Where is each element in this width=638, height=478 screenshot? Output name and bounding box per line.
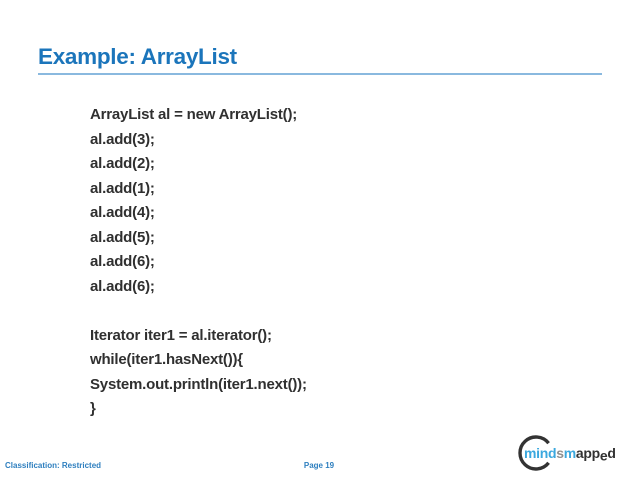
page-title: Example: ArrayList [38, 44, 237, 69]
code-line: al.add(5); [90, 228, 155, 246]
classification-label: Classification: Restricted [5, 461, 102, 470]
code-line: ArrayList al = new ArrayList(); [90, 106, 298, 123]
logo-segment: mind [524, 445, 557, 461]
logo-segment: m [563, 445, 576, 461]
logo-wordmark: mindsmapped [524, 445, 616, 464]
code-line: while(iter1.hasNext()){ [90, 351, 243, 368]
logo-ring-icon [518, 435, 550, 471]
code-line: al.add(4); [90, 204, 155, 221]
code-line: } [90, 400, 96, 417]
code-block: ArrayList al = new ArrayList(); al.add(3)… [90, 103, 510, 422]
code-line: al.add(6); [90, 277, 155, 295]
code-line: al.add(6); [90, 253, 155, 270]
logo-segment: s [556, 445, 564, 461]
title-underline [38, 73, 602, 75]
code-line: Iterator iter1 = al.iterator(); [90, 326, 272, 344]
logo-segment: e [599, 447, 608, 464]
code-line: System.out.println(iter1.next()); [90, 375, 307, 393]
mindsmapped-logo: mindsmapped [516, 432, 631, 474]
logo-segment: app [575, 445, 600, 461]
logo-segment: d [607, 445, 616, 461]
page-number: Page 19 [303, 461, 335, 470]
code-line: al.add(3); [90, 130, 155, 148]
code-line [90, 299, 510, 324]
code-line: al.add(2); [90, 155, 155, 172]
code-line: al.add(1); [90, 179, 155, 197]
